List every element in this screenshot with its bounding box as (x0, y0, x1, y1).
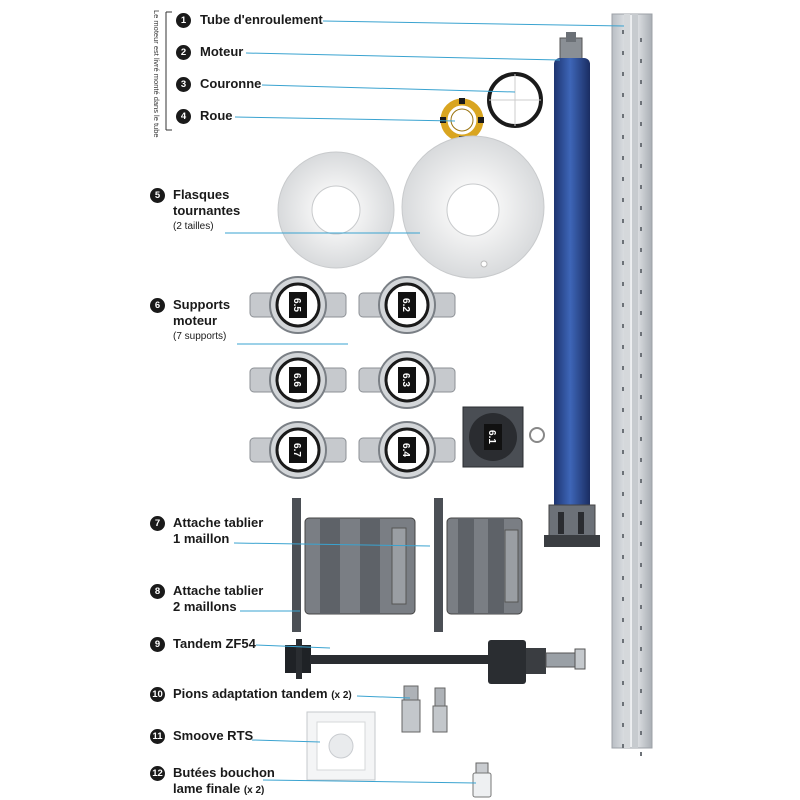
wheel (440, 98, 484, 142)
flange-large (401, 135, 545, 279)
label-smoove: Smoove RTS (173, 728, 254, 743)
support-tag-label: 6.7 (291, 443, 302, 457)
badge-1: 1 (176, 13, 191, 28)
label-butees-qty: (x 2) (243, 785, 265, 796)
support-tag-label: 6.6 (291, 373, 302, 387)
label-roue: Roue (200, 108, 233, 123)
support-tag-label: 6.3 (400, 373, 411, 387)
support-tag-label: 6.4 (400, 443, 411, 457)
motor-supports: 6.5 6.2 6.6 6.3 6.7 6.4 6.1 (249, 276, 545, 479)
motor (544, 32, 600, 547)
label-flasques-sub: (2 tailles) (173, 221, 214, 232)
support-6-6: 6.6 (249, 351, 347, 409)
label-butees-line2: lame finale (173, 781, 241, 796)
label-attache-1-line2: 1 maillon (173, 531, 230, 546)
support-6-2: 6.2 (358, 276, 456, 334)
support-tag-label: 6.1 (486, 430, 497, 444)
winding-tube (611, 13, 653, 749)
badge-2: 2 (176, 45, 191, 60)
label-couronne: Couronne (200, 76, 262, 91)
label-attache-2-line1: Attache tablier (173, 583, 264, 598)
label-supports-sub: (7 supports) (173, 331, 227, 342)
crown (487, 72, 543, 128)
badge-4: 4 (176, 109, 191, 124)
motor-delivered-note: Le moteur est livré monté dans le tube (152, 10, 161, 138)
support-tag-label: 6.5 (291, 298, 302, 312)
apron-clip-1-link (292, 498, 416, 632)
label-butees: Butées bouchon lame finale (x 2) (173, 765, 275, 799)
badge-10: 10 (150, 687, 165, 702)
badge-5: 5 (150, 188, 165, 203)
badge-3: 3 (176, 77, 191, 92)
label-tandem: Tandem ZF54 (173, 636, 256, 651)
end-stop (472, 762, 492, 798)
support-6-7: 6.7 (249, 421, 347, 479)
badge-6: 6 (150, 298, 165, 313)
label-moteur: Moteur (200, 44, 244, 59)
support-6-5: 6.5 (249, 276, 347, 334)
flange-small (277, 151, 395, 269)
label-attache-2: Attache tablier 2 maillons (173, 583, 263, 615)
tandem-zf54 (285, 639, 586, 684)
label-pions-qty: (x 2) (331, 690, 352, 701)
label-pions-text: Pions adaptation tandem (173, 686, 328, 701)
label-attache-1-line1: Attache tablier (173, 515, 264, 530)
label-supports-line1: Supports (173, 297, 231, 312)
label-supports: Supports moteur (7 supports) (173, 297, 230, 345)
label-attache-2-line2: 2 maillons (173, 599, 237, 614)
label-pions: Pions adaptation tandem (x 2) (173, 686, 352, 704)
label-supports-line2: moteur (173, 313, 218, 328)
callout-lines (225, 20, 625, 784)
apron-clip-2-links (434, 498, 523, 632)
badge-12: 12 (150, 766, 165, 781)
badge-8: 8 (150, 584, 165, 599)
group-bracket (165, 11, 172, 131)
badge-7: 7 (150, 516, 165, 531)
tube-holes (622, 30, 642, 756)
label-attache-1: Attache tablier 1 maillon (173, 515, 263, 547)
support-tag-label: 6.2 (400, 298, 411, 312)
support-6-3: 6.3 (358, 351, 456, 409)
label-flasques-line1: Flasques (173, 187, 230, 202)
support-6-4: 6.4 (358, 421, 456, 479)
badge-11: 11 (150, 729, 165, 744)
tandem-pins (401, 685, 448, 733)
smoove-rts (306, 711, 376, 781)
label-butees-line1: Butées bouchon (173, 765, 275, 780)
label-flasques: Flasques tournantes (2 tailles) (173, 187, 240, 235)
label-flasques-line2: tournantes (173, 203, 241, 218)
support-6-1: 6.1 (462, 406, 545, 468)
label-tube-enroulement: Tube d'enroulement (200, 12, 323, 27)
badge-9: 9 (150, 637, 165, 652)
